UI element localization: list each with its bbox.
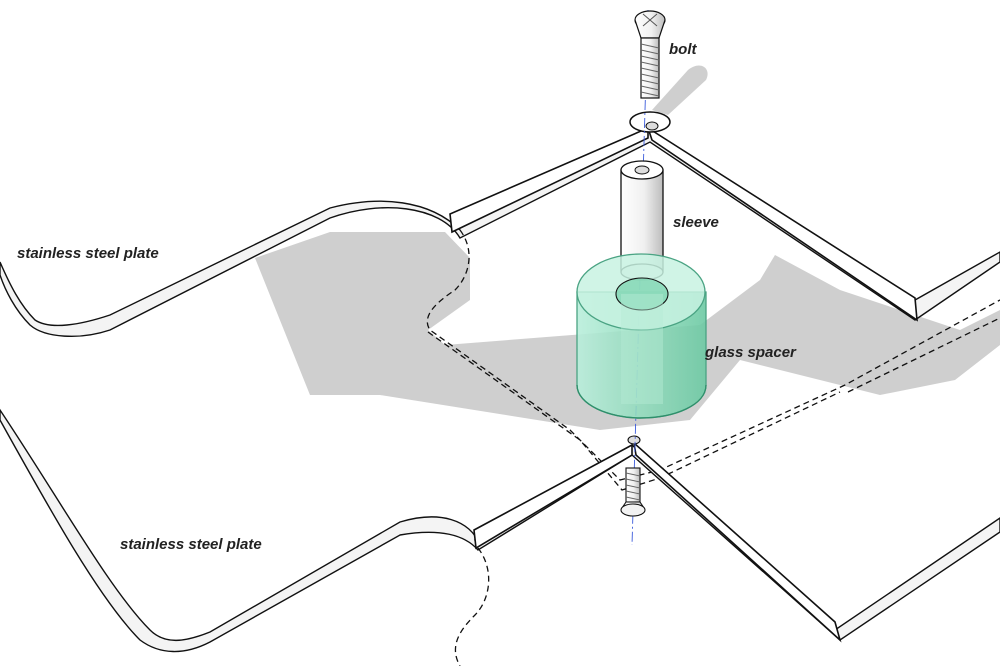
lower-bolt-icon	[620, 467, 646, 517]
bottom-plate-label: stainless steel plate	[120, 536, 262, 553]
countersink-hole-bottom	[627, 435, 641, 445]
bolt-icon	[634, 10, 666, 99]
center-axis	[631, 9, 649, 546]
bolt-shadow	[652, 65, 708, 115]
top-plate	[0, 111, 1000, 491]
bolt-label: bolt	[669, 41, 697, 58]
sleeve-label: sleeve	[673, 214, 719, 231]
glass-spacer-icon	[576, 253, 707, 419]
bottom-plate	[0, 408, 1000, 666]
glass-spacer-label: glass spacer	[704, 344, 797, 361]
top-plate-label: stainless steel plate	[17, 245, 159, 262]
